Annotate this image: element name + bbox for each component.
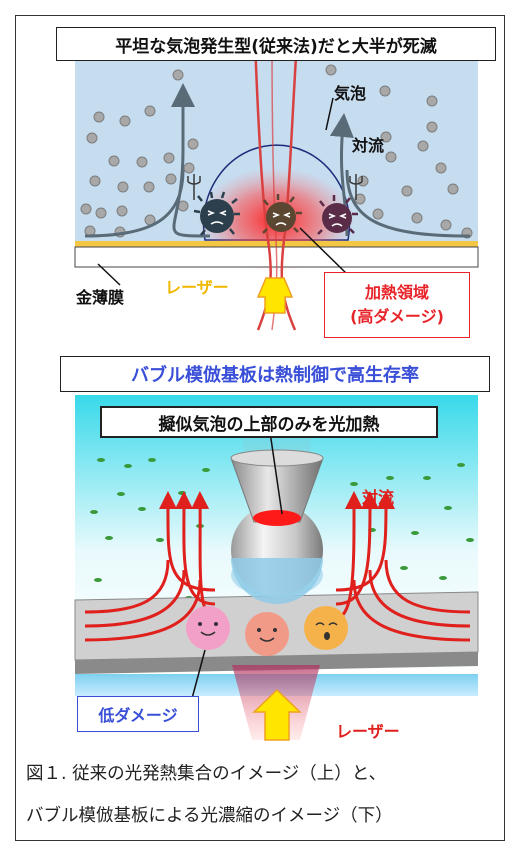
- trident-icon: [349, 174, 363, 200]
- laser-label-top: レーザー: [165, 278, 229, 297]
- bubble-label: 気泡: [334, 84, 367, 103]
- laser-up-arrow-icon: [256, 277, 294, 314]
- bubble-pointer: [325, 97, 334, 131]
- figure-caption-line2: バブル模倣基板による光濃縮のイメージ（下）: [26, 806, 393, 826]
- particles: [80, 64, 473, 239]
- healthy-cell-center: [245, 612, 289, 656]
- healthy-cell-right: [304, 606, 348, 650]
- top-title: 平坦な気泡発生型(従来法)だと大半が死滅: [56, 27, 496, 61]
- trident-icon: [187, 174, 201, 200]
- convection-arrows-left: [84, 491, 216, 642]
- damaged-cell-right: [317, 195, 358, 235]
- bottom-title: バブル模倣基板は熱制御で高生存率: [60, 356, 490, 392]
- convection-arrows-right: [335, 491, 471, 642]
- convection-label-bottom: 対流: [362, 488, 395, 507]
- low-damage-box: 低ダメージ: [77, 696, 199, 732]
- heated-top-spot: [253, 510, 301, 526]
- heat-note-pointer: [269, 431, 283, 515]
- bottom-panel: [74, 395, 479, 741]
- figure-caption-line1: 図１. 従来の光発熱集合のイメージ（上）と、: [26, 764, 387, 784]
- heat-region-label: 加熱領域: [364, 283, 429, 302]
- substrate-edge: [75, 652, 478, 674]
- convection-arrow-inner-left: [171, 83, 211, 238]
- green-particles: [90, 458, 474, 602]
- sphere-water: [231, 558, 323, 604]
- laser-label-bottom: レーザー: [336, 722, 400, 741]
- heat-region-sublabel: (高ダメージ): [350, 307, 444, 326]
- healthy-cell-left: [186, 606, 230, 650]
- convection-arrow-outer-right: [345, 169, 471, 238]
- heat-region-box: 加熱領域 (高ダメージ): [324, 272, 470, 338]
- convection-arrow-outer-left: [84, 169, 185, 238]
- top-panel: [74, 39, 479, 331]
- damaged-cell-left: [193, 191, 240, 236]
- laser-up-arrow-icon: [252, 688, 302, 741]
- heat-region-pointer: [299, 227, 349, 276]
- heat-note-box: 擬似気泡の上部のみを光加熱: [100, 406, 438, 438]
- gold-film-label: 金薄膜: [76, 288, 125, 307]
- gold-film-pointer: [97, 263, 121, 286]
- damaged-cell-center: [262, 194, 302, 234]
- convection-label-top: 対流: [352, 136, 385, 155]
